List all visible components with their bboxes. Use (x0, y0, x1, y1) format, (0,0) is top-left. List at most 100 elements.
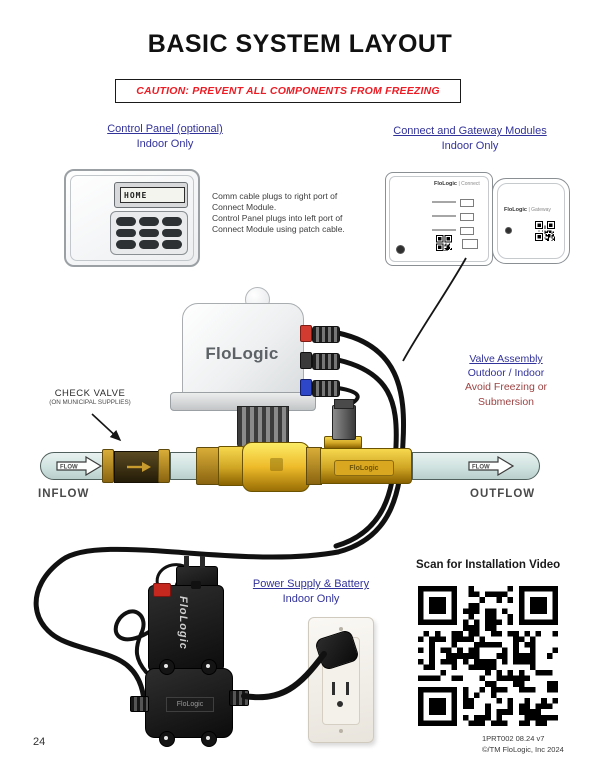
footer-block: 1PRT002 08.24 v7 ©/TM FloLogic, Inc 2024 (482, 734, 564, 755)
gateway-module-panel (497, 183, 565, 259)
connect-logo-icon (396, 245, 405, 254)
keypad-button (116, 240, 136, 249)
connect-name: | Connect (458, 181, 480, 187)
connect-brand: FloLogic (434, 181, 457, 187)
outlet-screw (339, 729, 343, 733)
footer-doc-code: 1PRT002 08.24 v7 (482, 734, 545, 743)
qr-caption: Scan for Installation Video (416, 559, 561, 571)
comm-cable-note: Comm cable plugs to right port of Connec… (212, 191, 345, 235)
ball-valve-body (242, 442, 310, 492)
flow-arrow-shape (468, 456, 515, 476)
check-valve-arrow-icon (127, 462, 151, 472)
blue-connector-band (300, 379, 312, 396)
keypad-button (162, 228, 182, 238)
backup-battery: FloLogic (148, 581, 224, 672)
valve-label-sub: Outdoor / Indoor (467, 367, 545, 380)
valve-warning-line2: Submersion (477, 395, 535, 408)
mounting-ear (201, 731, 217, 747)
gateway-module: FloLogic | Gateway (492, 178, 570, 264)
power-box-brand: FloLogic (166, 697, 214, 712)
keypad-button (139, 240, 159, 249)
power-label-sub: Indoor Only (282, 592, 340, 605)
gateway-name: | Gateway (528, 207, 551, 213)
flow-arrow-shape (56, 456, 103, 476)
modules-label-sub: Indoor Only (441, 139, 499, 152)
valve-cable (333, 357, 399, 549)
page-title: BASIC SYSTEM LAYOUT (147, 30, 453, 58)
check-valve-label: CHECK VALVE (ON MUNICIPAL SUPPLIES) (28, 388, 152, 406)
battery-terminal (191, 581, 201, 589)
black-connector-band (300, 352, 312, 369)
check-valve-body (114, 451, 160, 483)
gateway-qr-code (535, 221, 555, 241)
battery-pigtail-cable (113, 609, 154, 674)
valve-collar (237, 406, 289, 448)
check-valve-title: CHECK VALVE (54, 388, 126, 399)
mounting-ear (159, 659, 175, 675)
inflow-label: INFLOW (38, 488, 90, 500)
power-box-port (130, 696, 149, 712)
outlet-screw (339, 627, 343, 631)
adapter-prong (184, 556, 189, 568)
pipe-coupling (196, 447, 220, 485)
keypad-button (116, 228, 136, 238)
valve-warning-line1: Avoid Freezing or (464, 381, 548, 394)
outlet-slot (332, 682, 335, 695)
control-panel-label-sub: Indoor Only (136, 137, 194, 150)
control-panel-keypad (110, 211, 188, 255)
flow-arrow-text: FLOW (60, 465, 78, 471)
gateway-brand: FloLogic (504, 207, 527, 213)
outflow-flow-arrow: FLOW (468, 456, 515, 476)
page-number: 24 (33, 736, 46, 748)
caution-banner: CAUTION: PREVENT ALL COMPONENTS FROM FRE… (115, 79, 461, 103)
sensor-cap (334, 399, 354, 409)
valve-cable (335, 330, 406, 555)
footer-copyright: ©/TM FloLogic, Inc 2024 (482, 744, 564, 754)
control-panel-display: HOME (114, 182, 188, 208)
ball-valve-nut (218, 446, 244, 486)
mounting-ear (201, 659, 217, 675)
outflow-label: OUTFLOW (470, 488, 536, 500)
keypad-button (162, 217, 182, 226)
mounting-ear (159, 731, 175, 747)
valve-label-title: Valve Assembly (469, 353, 543, 365)
connect-qr-code (436, 235, 452, 251)
inflow-flow-arrow: FLOW (56, 456, 103, 476)
power-label-title: Power Supply & Battery (252, 578, 370, 590)
power-supply-label: Power Supply & Battery Indoor Only (236, 577, 386, 607)
keypad-button (139, 228, 159, 238)
pipe-segment (170, 452, 198, 480)
valve-assembly-label: Valve Assembly Outdoor / Indoor Avoid Fr… (430, 352, 582, 409)
blue-connector-plug (312, 380, 340, 397)
connect-port (462, 239, 478, 249)
connect-module: FloLogic | Connect (385, 172, 493, 266)
installation-video-qr-code (418, 586, 558, 726)
power-supply-box: FloLogic (145, 668, 233, 738)
control-panel-label-title: Control Panel (optional) (107, 123, 223, 135)
control-panel-label: Control Panel (optional) Indoor Only (70, 122, 260, 152)
check-valve-sub: (ON MUNICIPAL SUPPLIES) (49, 399, 131, 406)
gateway-module-title: FloLogic | Gateway (504, 207, 551, 213)
display-text: HOME (120, 187, 185, 203)
flow-arrow-text: FLOW (472, 465, 490, 471)
power-box-port (229, 690, 249, 706)
outlet-slot (346, 682, 349, 695)
check-valve-ring (158, 449, 170, 483)
gateway-logo-icon (505, 227, 512, 234)
caution-text: CAUTION: PREVENT ALL COMPONENTS FROM FRE… (136, 85, 440, 97)
modules-label-title: Connect and Gateway Modules (393, 125, 547, 137)
keypad-button (139, 217, 159, 226)
red-connector-plug (312, 326, 340, 343)
modules-label: Connect and Gateway Modules Indoor Only (358, 124, 582, 154)
power-cable-loop (33, 546, 341, 703)
adapter-prong (200, 556, 205, 568)
keypad-button (116, 217, 136, 226)
red-connector-band (300, 325, 312, 342)
outlet-ground-hole (337, 701, 343, 707)
check-valve-ring (102, 449, 114, 483)
ball-valve-stamp (270, 458, 283, 471)
connect-module-title: FloLogic | Connect (434, 181, 480, 187)
control-panel-faceplate (70, 175, 194, 261)
keypad-button (162, 240, 182, 249)
